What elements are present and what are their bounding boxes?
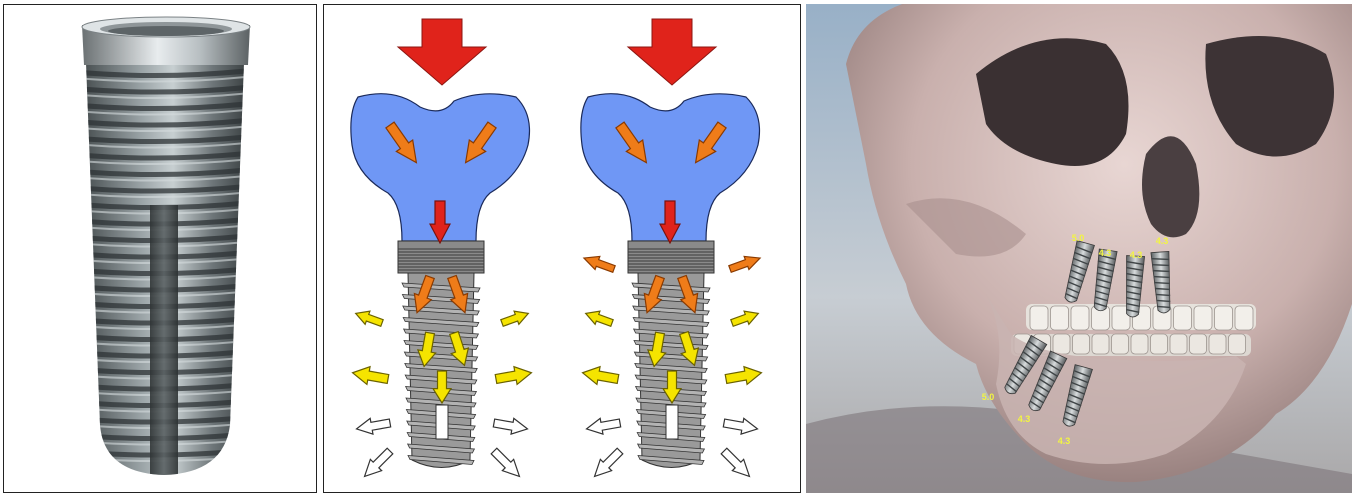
bone-force-arrow [355,415,391,437]
bone-force-arrow [494,364,533,388]
implant-render-panel [3,4,317,493]
skull-render-panel: 5.0 4.3 4.3 4.3 5.0 4.3 4.3 [806,4,1352,493]
bone-force-arrow [488,445,525,482]
bone-force-arrow [351,364,390,388]
bone-force-arrow [581,364,620,388]
bone-force-arrow [718,445,755,482]
implant-size-label: 4.3 [1099,248,1112,258]
bone-force-arrow [730,307,761,330]
implant-body [402,273,480,468]
abutment-collar [398,241,484,273]
implant-size-label: 4.3 [1058,436,1071,446]
implant-size-label: 5.0 [982,392,995,402]
bone-force-arrow [724,364,763,388]
lateral-force-arrow [582,251,617,275]
bone-force-arrow [589,445,626,482]
bone-force-arrow [359,445,396,482]
bone-force-arrow [353,307,384,330]
skull-with-implants-image: 5.0 4.3 4.3 4.3 5.0 4.3 4.3 [806,4,1352,493]
dental-implant-image [4,5,316,492]
load-arrow [398,19,486,85]
bone-force-arrow [723,415,759,437]
implant-body [632,273,710,468]
implant-size-label: 4.3 [1156,236,1169,246]
implant-size-label: 4.3 [1130,250,1143,260]
upper-teeth [1026,304,1256,330]
implant-size-label: 4.3 [1018,414,1031,424]
bone-force-arrow [583,307,614,330]
force-diagram [324,5,800,492]
load-arrow [628,19,716,85]
lateral-force-arrow [728,251,763,275]
abutment-collar [628,241,714,273]
bone-force-arrow [500,307,531,330]
bone-force-arrow [493,415,529,437]
bone-force-arrow [585,415,621,437]
load-distribution-diagram [323,4,801,493]
implant-size-label: 5.0 [1072,233,1085,243]
